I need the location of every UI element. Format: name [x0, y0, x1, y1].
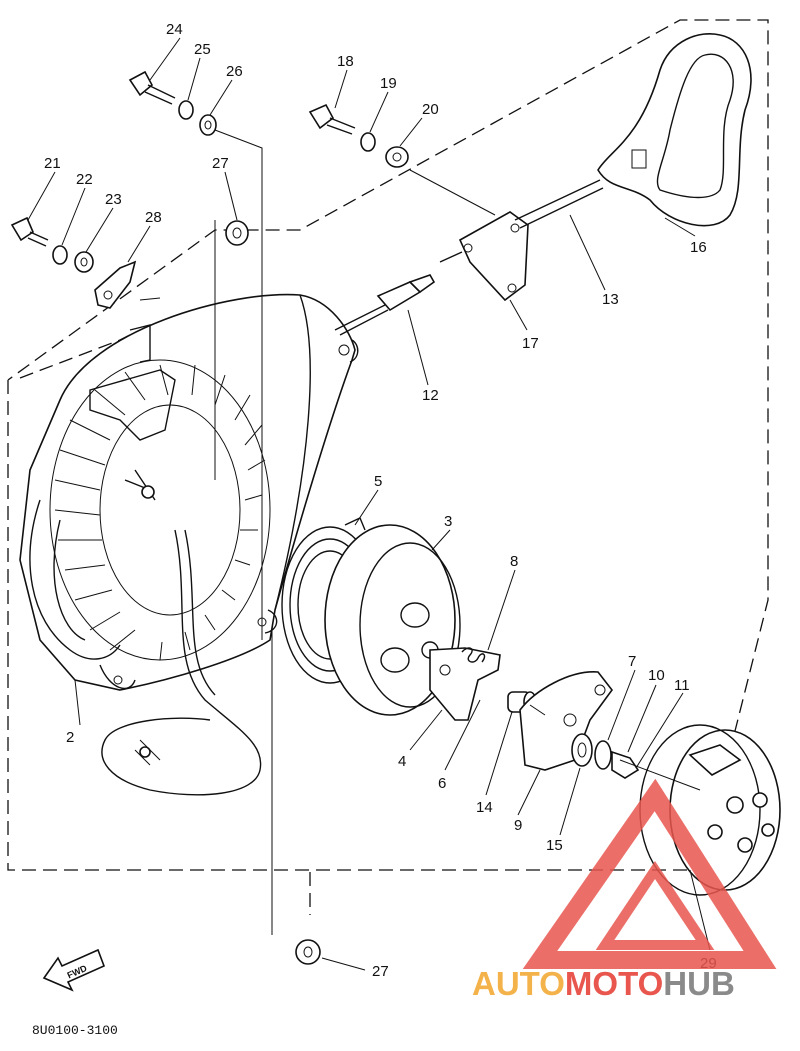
sheave-drum-part-3 — [324, 524, 461, 716]
fan-fins — [49, 359, 271, 661]
callout-18: 18 — [337, 53, 354, 70]
washer-part-23 — [74, 251, 94, 273]
forward-direction-arrow: FWD — [42, 948, 106, 992]
diagram-code: 8U0100-3100 — [32, 1023, 118, 1038]
pawl-part-4 — [429, 647, 501, 721]
callout-10: 10 — [648, 667, 665, 684]
washer-part-22 — [52, 245, 68, 265]
callout-26: 26 — [226, 63, 243, 80]
callout-11: 11 — [674, 677, 690, 694]
pawl-spring-part-8 — [461, 647, 486, 663]
callout-23: 23 — [105, 191, 122, 208]
callout-25: 25 — [194, 41, 211, 58]
bolt-part-10 — [611, 750, 640, 779]
callout-17: 17 — [522, 335, 539, 352]
collar-part-27-top — [225, 220, 249, 246]
washer-part-20 — [385, 146, 409, 168]
rope-guide-part-17 — [439, 211, 529, 302]
callout-2: 2 — [66, 729, 74, 746]
starter-handle-part-16 — [597, 33, 752, 227]
callout-28: 28 — [145, 209, 162, 226]
watermark-text: AUTOMOTOHUB — [472, 965, 735, 1002]
callout-16: 16 — [690, 239, 707, 256]
callout-6: 6 — [438, 775, 446, 792]
callout-8: 8 — [510, 553, 518, 570]
callout-15: 15 — [546, 837, 563, 854]
bolt-part-24 — [128, 70, 176, 105]
watermark-auto: AUTO — [472, 965, 565, 1002]
bolt-part-18 — [308, 103, 356, 135]
callout-14: 14 — [476, 799, 493, 816]
callout-24: 24 — [166, 21, 183, 38]
washer-part-15 — [571, 733, 593, 767]
watermark-triangle-inner — [595, 860, 715, 950]
watermark-triangle-outer — [522, 778, 777, 969]
watermark-hub: HUB — [663, 965, 735, 1002]
callout-27-bottom: 27 — [372, 963, 389, 980]
callout-22: 22 — [76, 171, 93, 188]
callout-4: 4 — [398, 753, 406, 770]
bolt-part-21 — [10, 216, 49, 247]
washer-part-25 — [178, 100, 194, 120]
callout-27-top: 27 — [212, 155, 229, 172]
callout-9: 9 — [514, 817, 522, 834]
starter-rope-part-12 — [334, 274, 436, 336]
watermark-moto: MOTO — [565, 965, 663, 1002]
callout-13: 13 — [602, 291, 619, 308]
watermark-logo — [522, 778, 777, 969]
collar-part-27-bottom — [295, 939, 321, 965]
callout-7: 7 — [628, 653, 636, 670]
callout-5: 5 — [374, 473, 382, 490]
rope-part-13 — [514, 179, 604, 229]
callout-20: 20 — [422, 101, 439, 118]
callout-3: 3 — [444, 513, 452, 530]
callout-12: 12 — [422, 387, 439, 404]
plate-part-28 — [94, 260, 137, 309]
washer-part-7 — [594, 740, 612, 770]
leader-lines — [27, 37, 711, 971]
part-number-callouts: 24 25 26 18 19 20 21 22 23 28 27 16 13 1… — [44, 21, 717, 980]
callout-21: 21 — [44, 155, 61, 172]
callout-19: 19 — [380, 75, 397, 92]
recoil-housing-part-2 — [19, 293, 359, 796]
assembly-lines — [139, 129, 701, 935]
washer-part-19 — [360, 132, 376, 152]
washer-part-26 — [199, 114, 217, 136]
